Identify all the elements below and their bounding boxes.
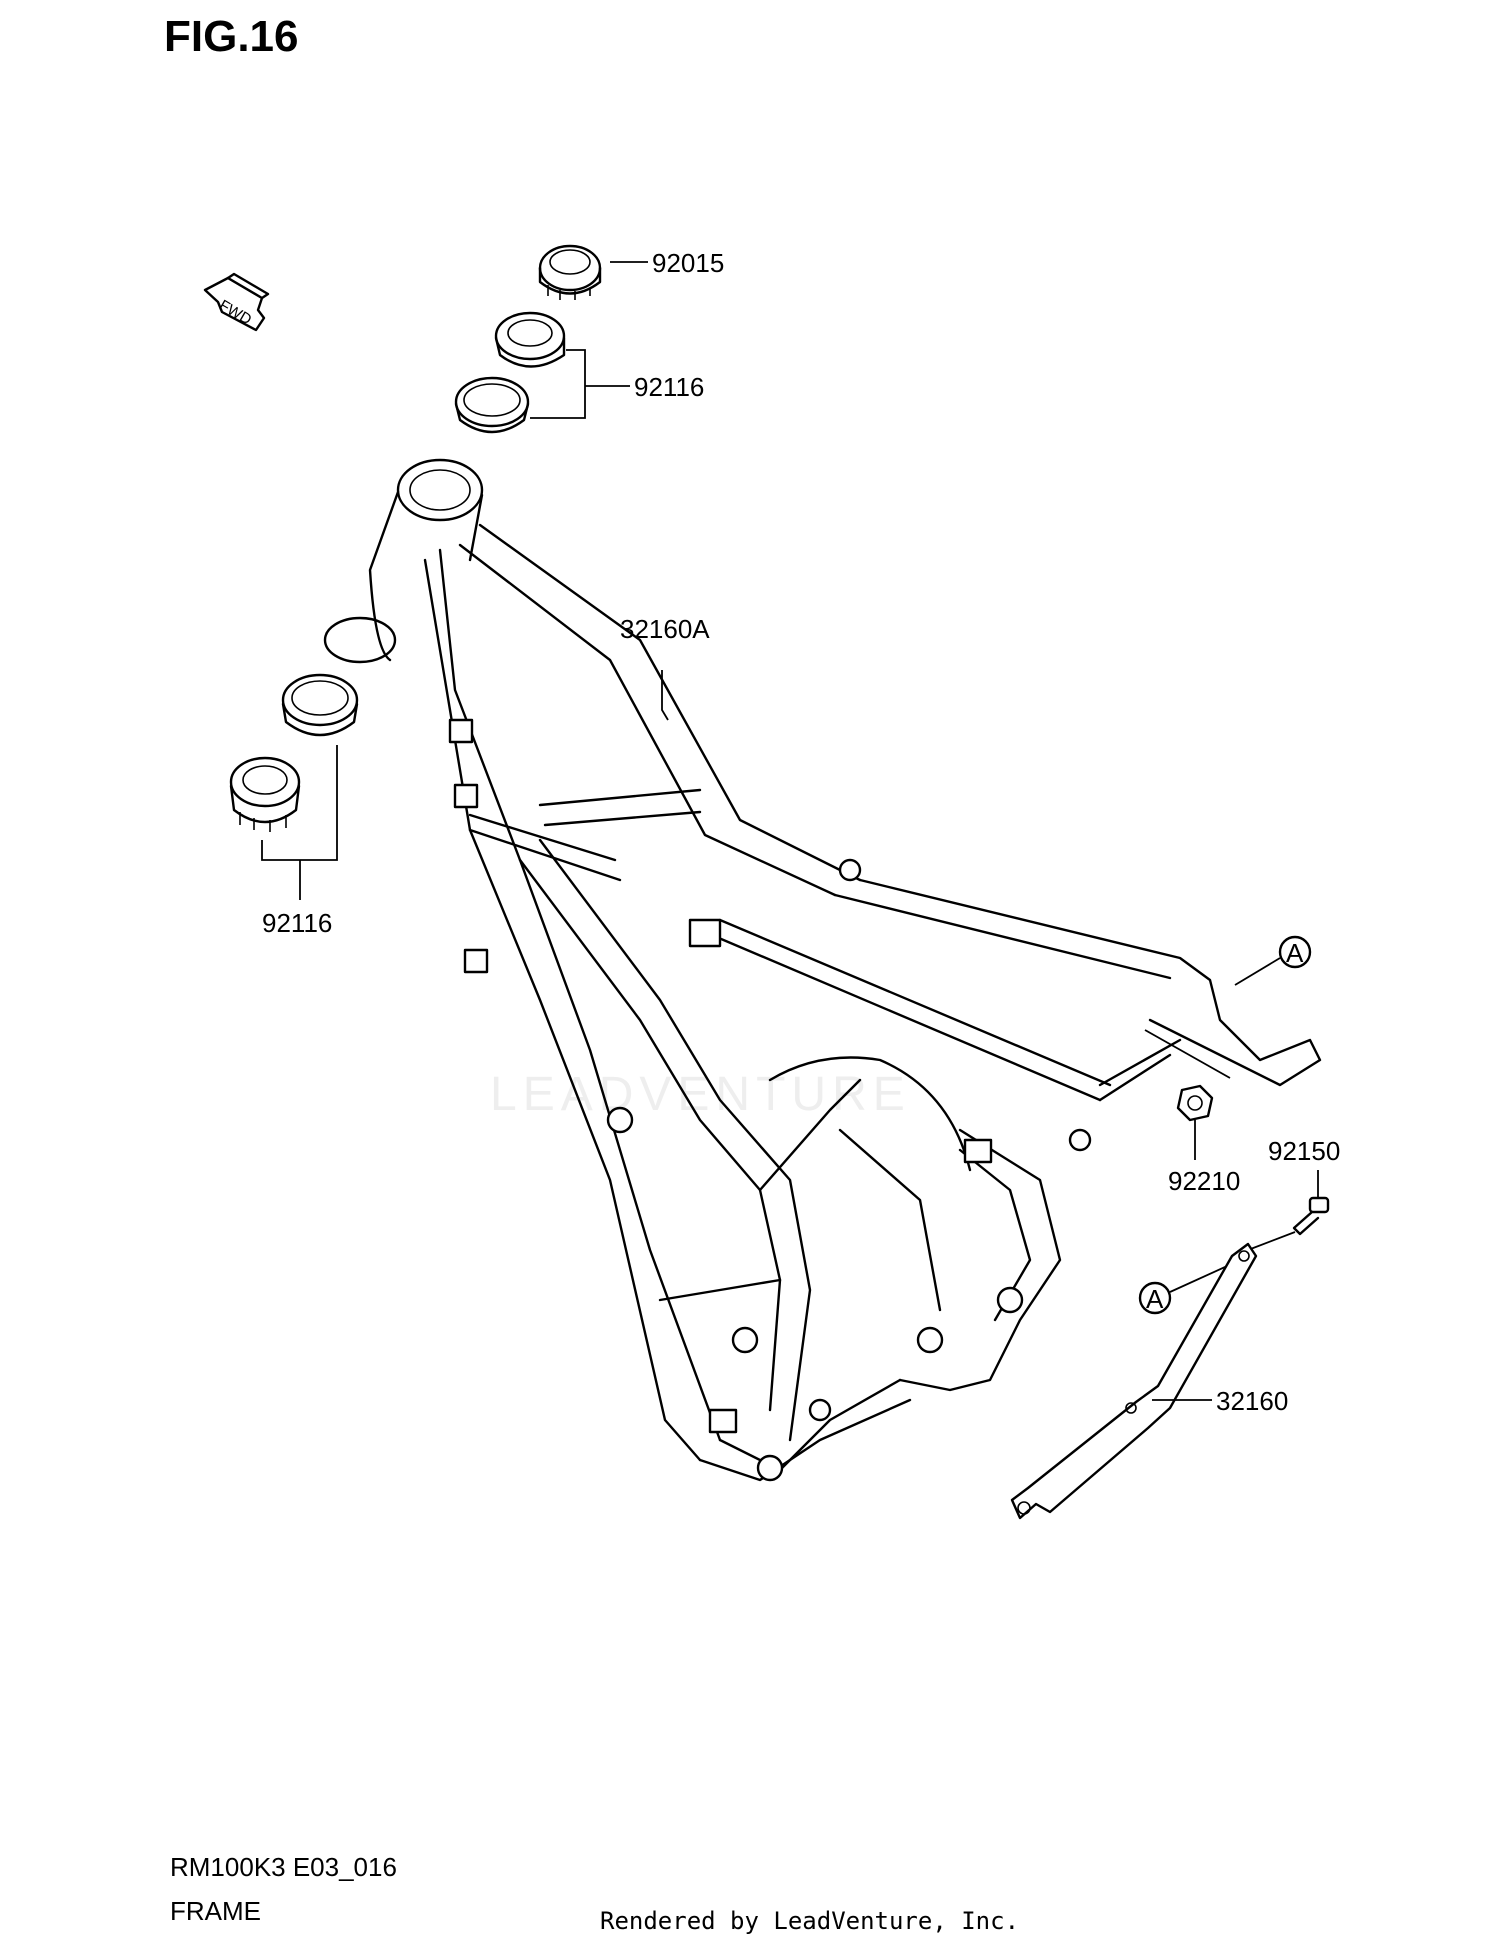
lower-bearing-part[interactable]: [229, 756, 301, 832]
diagram-name: FRAME: [170, 1896, 261, 1926]
upper-bearing-race-part[interactable]: [454, 376, 530, 434]
svg-text:A: A: [1286, 938, 1304, 968]
reference-a-marker-lower: A: [1138, 1281, 1172, 1315]
callout-92116-lower[interactable]: 92116: [262, 908, 332, 938]
frame-brace-part[interactable]: [1010, 1242, 1258, 1520]
rendered-by-credit: Rendered by LeadVenture, Inc.: [600, 1907, 1020, 1935]
frame-nut-part[interactable]: [1176, 1084, 1214, 1122]
model-code: RM100K3 E03_016: [170, 1852, 397, 1882]
upper-bearing-part[interactable]: [494, 311, 566, 368]
reference-a-marker-upper: A: [1278, 935, 1312, 969]
svg-text:A: A: [1146, 1284, 1164, 1314]
main-frame-part[interactable]: [323, 458, 1322, 1482]
steering-stem-nut-part[interactable]: [538, 244, 602, 300]
callout-92015[interactable]: 92015: [652, 248, 724, 278]
fwd-arrow-icon: FWD: [203, 272, 270, 332]
callout-32160A[interactable]: 32160A: [620, 614, 710, 644]
frame-bolt-part[interactable]: [1292, 1196, 1330, 1236]
callout-92116-upper[interactable]: 92116: [634, 372, 704, 402]
callout-32160[interactable]: 32160: [1216, 1386, 1288, 1416]
callout-92210[interactable]: 92210: [1168, 1166, 1240, 1196]
watermark: LEADVENTURE: [490, 1068, 911, 1121]
callout-92150[interactable]: 92150: [1268, 1136, 1340, 1166]
figure-title: FIG.16: [164, 12, 299, 61]
lower-bearing-race-part[interactable]: [281, 673, 359, 737]
